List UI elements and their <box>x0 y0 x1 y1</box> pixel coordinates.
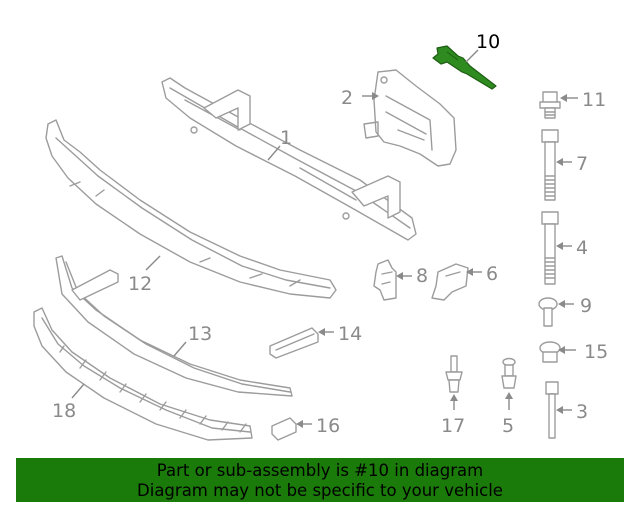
callout-15[interactable]: 15 <box>584 341 608 363</box>
part-8-bracket[interactable] <box>373 259 397 301</box>
callout-12[interactable]: 12 <box>128 273 152 295</box>
callout-18[interactable]: 18 <box>52 400 76 422</box>
callout-4[interactable]: 4 <box>576 237 588 259</box>
callout-9[interactable]: 9 <box>580 295 592 317</box>
leader-18 <box>71 383 85 399</box>
part-17-push-clip[interactable] <box>445 355 463 393</box>
callout-3[interactable]: 3 <box>576 401 588 423</box>
part-6-bracket[interactable] <box>431 263 469 301</box>
leader-13 <box>173 341 187 357</box>
banner-line-1: Part or sub-assembly is #10 in diagram <box>156 461 484 480</box>
leader-1 <box>267 145 281 161</box>
callout-13[interactable]: 13 <box>188 323 212 345</box>
callout-1[interactable]: 1 <box>280 127 292 149</box>
banner-line-2: Diagram may not be specific to your vehi… <box>137 481 503 500</box>
part-18-lower-grille[interactable] <box>33 307 253 441</box>
callout-16[interactable]: 16 <box>316 415 340 437</box>
part-9-screw[interactable] <box>538 297 558 327</box>
callout-7[interactable]: 7 <box>576 153 588 175</box>
part-15-rivet[interactable] <box>539 341 561 363</box>
part-1-bumper-beam[interactable] <box>161 77 417 241</box>
part-16-clip[interactable] <box>271 417 297 441</box>
callout-17[interactable]: 17 <box>441 415 465 437</box>
part-2-mount-bracket[interactable] <box>363 69 457 167</box>
part-13-trim-strip[interactable] <box>55 255 293 397</box>
leader-10 <box>465 49 479 63</box>
part-3-bolt[interactable] <box>545 381 559 439</box>
callout-14[interactable]: 14 <box>338 323 362 345</box>
callout-11[interactable]: 11 <box>582 89 606 111</box>
callout-8[interactable]: 8 <box>416 265 428 287</box>
callout-5[interactable]: 5 <box>502 415 514 437</box>
callout-2[interactable]: 2 <box>341 87 353 109</box>
part-5-clip[interactable] <box>501 357 517 389</box>
callout-6[interactable]: 6 <box>486 263 498 285</box>
part-10-bracket[interactable] <box>432 45 497 90</box>
part-7-bolt[interactable] <box>541 129 559 201</box>
part-11-bolt[interactable] <box>539 91 561 119</box>
info-banner: Part or sub-assembly is #10 in diagram D… <box>16 458 624 502</box>
part-12-energy-absorber[interactable] <box>45 119 337 299</box>
part-4-bolt[interactable] <box>541 211 559 285</box>
leader-12 <box>145 255 161 271</box>
callout-10[interactable]: 10 <box>476 31 500 53</box>
part-14-bracket[interactable] <box>269 327 319 359</box>
